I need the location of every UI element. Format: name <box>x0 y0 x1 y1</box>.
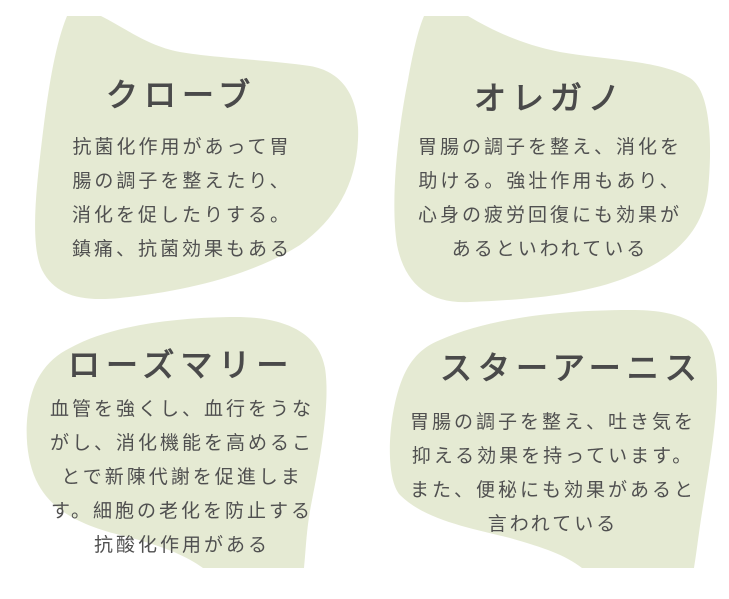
blob-oregano <box>394 16 711 303</box>
card-description-line: 消化を促したりする。 <box>71 204 292 226</box>
card-description-line: 抑える効果を持っています。 <box>411 445 695 467</box>
card-description-line: 腸の調子を整えたり、 <box>72 170 292 192</box>
card-description-line: す。細胞の老化を防止する <box>50 500 314 522</box>
blob-clove <box>35 16 359 300</box>
card-description-line: 胃腸の調子を整え、消化を <box>417 136 682 158</box>
card-description-line: 血管を強くし、血行をうな <box>49 398 314 420</box>
card-title: クローブ <box>106 76 257 114</box>
card-title: オレガノ <box>474 79 627 117</box>
card-description-line: 助ける。強壮作用もあり、 <box>418 170 682 192</box>
card-title: ローズマリー <box>68 346 295 384</box>
card-title: スターアーニス <box>440 349 703 387</box>
blob-rosemary <box>26 316 327 568</box>
blob-star-anise <box>389 310 718 568</box>
card-description-line: また、便秘にも効果があると <box>409 479 696 501</box>
card-description-line: 抗菌化作用があって胃 <box>72 136 292 158</box>
card-description: 血管を強くし、血行をうな がし、消化機能を高めるこ とで新陳代謝を促進しま す。… <box>34 392 330 562</box>
card-description-line: 鎮痛、抗菌効果もある <box>71 238 292 260</box>
card-description-line: 胃腸の調子を整え、吐き気を <box>409 411 696 433</box>
card-description-line: がし、消化機能を高めるこ <box>49 432 314 454</box>
card-description-line: 抗酸化作用がある <box>93 534 270 556</box>
card-description: 胃腸の調子を整え、吐き気を 抑える効果を持っています。 また、便秘にも効果がある… <box>396 405 710 541</box>
card-description-line: あるといわれている <box>451 238 649 260</box>
card-description-line: 言われている <box>487 513 619 535</box>
card-description: 抗菌化作用があって胃 腸の調子を整えたり、 消化を促したりする。 鎮痛、抗菌効果… <box>62 130 302 266</box>
card-description-line: 心身の疲労回復にも効果が <box>417 204 682 226</box>
card-description-line: とで新陳代謝を促進しま <box>61 466 303 488</box>
card-description: 胃腸の調子を整え、消化を 助ける。強壮作用もあり、 心身の疲労回復にも効果が あ… <box>402 130 698 266</box>
